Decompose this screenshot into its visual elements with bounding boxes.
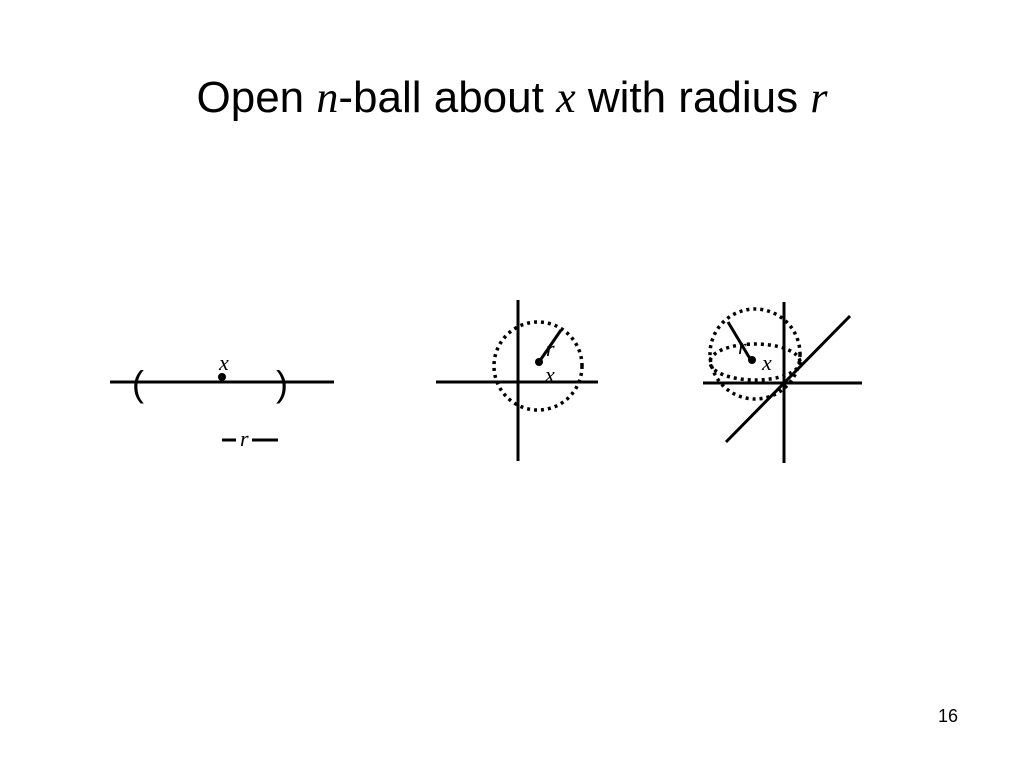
title-var-x: x [556,73,576,122]
center-label: x [218,350,229,375]
center-label: x [544,362,555,387]
radius-label: r [546,336,555,361]
three-dimensional-ball: r x [703,302,862,463]
slide-title: Open n-ball about x with radius r [0,70,1024,126]
title-var-r: r [810,73,828,122]
center-point [218,373,226,381]
radius-segment [537,329,563,363]
open-disk-boundary [492,320,584,412]
title-part-ball: -ball about [338,73,557,122]
center-point [748,356,756,364]
ball-outline [708,307,802,401]
title-part-radius: with radius [575,73,811,122]
title-var-n: n [316,73,339,122]
center-point [535,358,543,366]
title-part-open: Open [196,73,317,122]
radius-label: r [240,426,249,451]
radius-segment [726,321,754,363]
left-parenthesis: ( [132,363,144,404]
one-dimensional-ball: ( ) x r [110,350,334,451]
y-axis-diagonal [724,314,852,444]
ball-equator [708,342,802,382]
right-parenthesis: ) [276,363,288,404]
two-dimensional-ball: r x [436,300,598,461]
page-number: 16 [938,706,959,726]
radius-label: r [738,334,747,359]
center-label: x [761,350,772,375]
